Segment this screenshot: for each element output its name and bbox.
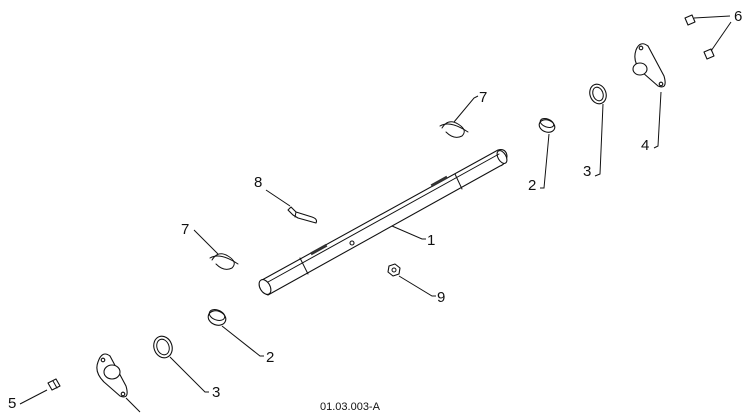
callout-label: 7 xyxy=(479,89,487,106)
callout-label: 1 xyxy=(427,232,435,249)
callout-6: 6 xyxy=(693,8,742,52)
callout-7-rear: 7 xyxy=(453,89,487,123)
callout-label: 4 xyxy=(641,137,649,154)
hairpin-front-part xyxy=(209,253,239,270)
callout-2-rear: 2 xyxy=(528,133,550,194)
callout-7-front: 7 xyxy=(181,221,219,255)
figure-id: 01.03.003-A xyxy=(320,401,381,413)
screw-front-part xyxy=(47,378,61,391)
callout-3-rear: 3 xyxy=(583,103,604,180)
bushing-rear-part xyxy=(538,118,556,133)
callout-9: 9 xyxy=(398,275,445,306)
clevis-pin-part xyxy=(287,206,318,224)
bearing-flange-front-part xyxy=(96,353,141,413)
callout-8: 8 xyxy=(254,174,291,207)
nut-part xyxy=(387,263,401,277)
callout-label: 5 xyxy=(8,395,16,412)
callout-3-front: 3 xyxy=(169,356,220,401)
shaft-part xyxy=(258,149,508,296)
callout-label: 9 xyxy=(437,289,445,306)
callout-label: 3 xyxy=(212,384,220,401)
bearing-flange-rear-part xyxy=(632,43,666,88)
washer-front-part xyxy=(153,335,173,359)
callout-label: 6 xyxy=(734,8,742,25)
callout-label: 8 xyxy=(254,174,262,191)
callout-1: 1 xyxy=(391,225,435,249)
callout-4: 4 xyxy=(641,91,662,154)
callout-label: 3 xyxy=(583,163,591,180)
screws-rear-part xyxy=(684,14,715,60)
callout-label: 7 xyxy=(181,221,189,238)
callout-5: 5 xyxy=(8,389,48,412)
callout-2-front: 2 xyxy=(221,325,274,366)
hairpin-rear-part xyxy=(439,121,469,138)
callout-label: 2 xyxy=(266,349,274,366)
bushing-front-part xyxy=(207,309,227,326)
callout-label: 2 xyxy=(528,177,536,194)
washer-rear-part xyxy=(589,83,607,105)
